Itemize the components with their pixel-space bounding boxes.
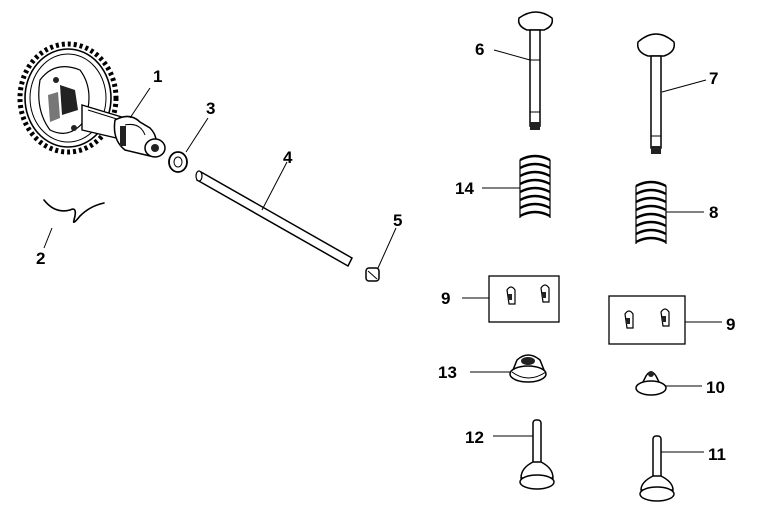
valve-6-part <box>493 11 554 130</box>
callout-6: 6 <box>475 40 484 59</box>
callout-4: 4 <box>283 148 293 167</box>
callout-3: 3 <box>206 99 215 118</box>
tappet-12-part <box>493 419 555 490</box>
callout-14: 14 <box>455 179 474 198</box>
callout-13: 13 <box>438 363 457 382</box>
pin-cap-part <box>365 227 397 282</box>
callout-12: 12 <box>465 428 484 447</box>
pushrod-part <box>195 161 353 268</box>
spring-clip-part <box>43 199 105 249</box>
callout-11: 11 <box>708 445 726 464</box>
callout-8: 8 <box>709 203 718 222</box>
retainer-10-part <box>635 371 702 396</box>
callout-10: 10 <box>706 378 725 397</box>
spring-14-part <box>482 154 552 222</box>
callout-7: 7 <box>709 69 718 88</box>
retainer-13-part <box>470 354 547 383</box>
callout-9-right: 9 <box>726 315 735 334</box>
washer-part <box>168 117 209 173</box>
callout-5: 5 <box>393 211 402 230</box>
camshaft-gear-part <box>17 41 166 158</box>
callout-2: 2 <box>36 249 45 268</box>
callout-1: 1 <box>153 67 162 86</box>
keeper-card-right-part <box>608 295 722 345</box>
valve-7-part <box>636 33 707 154</box>
keeper-card-left-part <box>462 275 560 323</box>
callout-9-left: 9 <box>441 289 450 308</box>
spring-8-part <box>634 180 704 248</box>
tappet-11-part <box>639 435 704 502</box>
